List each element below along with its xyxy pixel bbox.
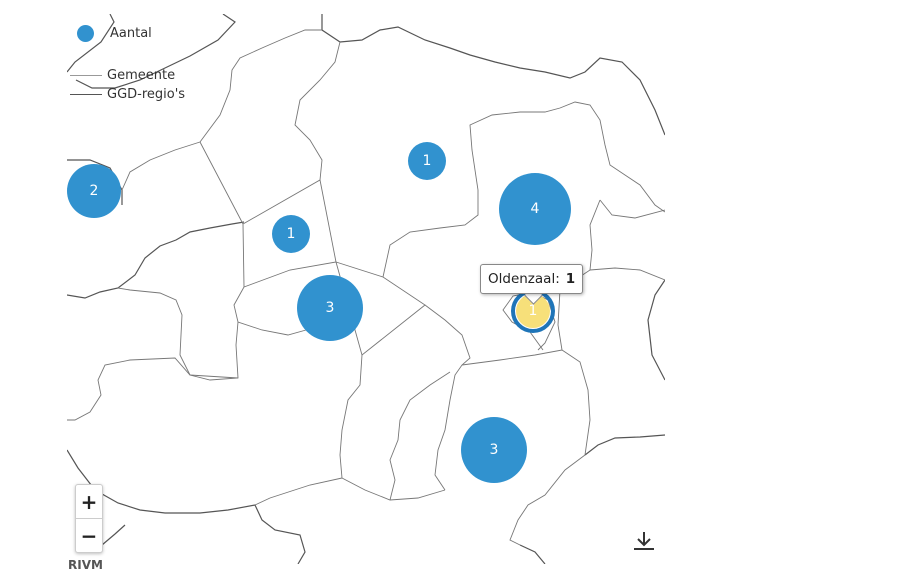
- marker-count: 3: [490, 442, 499, 458]
- tooltip-value: 1: [565, 271, 576, 287]
- legend-label: Aantal: [110, 26, 152, 41]
- legend-item-region[interactable]: GGD-regio's: [70, 87, 185, 102]
- legend-label: Gemeente: [107, 68, 176, 83]
- map-marker[interactable]: 3: [461, 417, 527, 483]
- marker-count: 3: [326, 300, 335, 316]
- marker-count: 1: [529, 303, 538, 319]
- map-marker[interactable]: 4: [499, 173, 571, 245]
- map-marker[interactable]: 1: [272, 215, 310, 253]
- zoom-out-button[interactable]: −: [76, 518, 102, 552]
- line-icon: [70, 75, 102, 76]
- line-icon: [70, 94, 102, 95]
- zoom-control: + −: [75, 484, 103, 553]
- marker-count: 4: [531, 201, 540, 217]
- marker-count: 2: [90, 183, 99, 199]
- tooltip-name: Oldenzaal:: [488, 271, 560, 287]
- download-button[interactable]: [632, 530, 656, 552]
- circle-icon: [77, 25, 94, 42]
- map-tooltip: Oldenzaal: 1: [480, 264, 584, 294]
- legend-item-municipality[interactable]: Gemeente: [70, 68, 175, 83]
- legend-label: GGD-regio's: [107, 87, 186, 102]
- map-marker[interactable]: 1: [408, 142, 446, 180]
- marker-layer: 2 1 1 4 3: [67, 142, 571, 483]
- legend-item-count[interactable]: Aantal: [77, 25, 152, 42]
- marker-count: 1: [287, 226, 296, 242]
- map-marker[interactable]: 3: [297, 275, 363, 341]
- marker-count: 1: [423, 153, 432, 169]
- zoom-in-button[interactable]: +: [80, 489, 98, 514]
- download-icon: [634, 532, 654, 550]
- map-attribution: RIVM: [68, 558, 103, 572]
- map-marker[interactable]: 2: [67, 164, 121, 218]
